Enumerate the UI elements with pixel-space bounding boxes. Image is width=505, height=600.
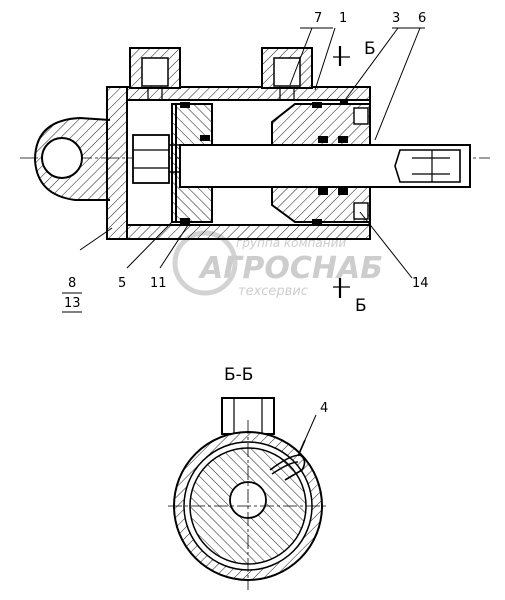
callout-1: 1	[339, 11, 347, 26]
port-left	[129, 47, 181, 100]
callout-5: 5	[118, 276, 126, 291]
nut	[132, 134, 180, 184]
retaining-ring	[269, 439, 306, 481]
section-marks	[333, 46, 350, 298]
section-title: Б-Б	[224, 365, 253, 385]
callout-14: 14	[412, 276, 429, 291]
callout-8: 8	[68, 276, 76, 291]
cross-section-view	[168, 397, 328, 590]
callout-6: 6	[418, 11, 426, 26]
section-mark-bottom: Б	[355, 296, 367, 316]
end-cap	[106, 86, 128, 240]
main-section-view	[20, 27, 490, 298]
watermark-brand: АГРОСНАБ	[198, 251, 383, 286]
callout-4: 4	[320, 401, 328, 416]
watermark-line3: техсервис	[238, 284, 308, 299]
rod-gland	[271, 99, 371, 225]
section-mark-top: Б	[364, 39, 376, 59]
piston-rod	[179, 144, 471, 188]
callout-13: 13	[64, 296, 81, 311]
leader-lines	[79, 27, 425, 279]
callout-7: 7	[314, 11, 322, 26]
watermark: группа компаний АГРОСНАБ техсервис	[172, 230, 383, 299]
callout-11: 11	[150, 276, 167, 291]
port-right	[261, 47, 313, 100]
mounting-eye	[33, 116, 111, 201]
callout-3: 3	[392, 11, 400, 26]
